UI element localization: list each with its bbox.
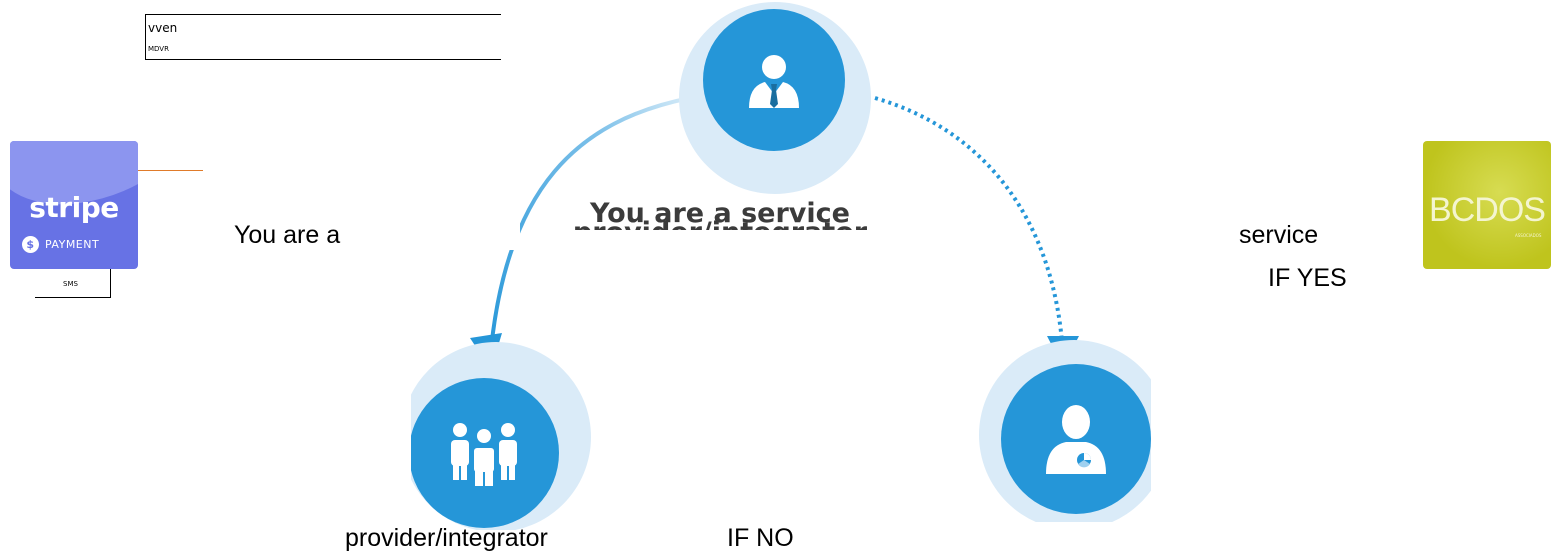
group-icon <box>451 423 517 486</box>
dollar-icon: $ <box>22 236 39 253</box>
header-left-border <box>145 14 146 60</box>
payment-label: PAYMENT <box>45 238 100 251</box>
right-arrow-dotted-curve <box>874 96 1065 356</box>
stripe-payment-badge: $ PAYMENT <box>22 236 99 253</box>
sms-box-bottom-border <box>35 297 111 298</box>
header-bottom-border <box>145 59 501 60</box>
text-you-are-a: You are a <box>234 221 341 249</box>
right-node-frame <box>979 340 1151 522</box>
header-title: vven <box>148 21 178 35</box>
user-pie-chart-icon <box>1046 405 1106 474</box>
bcdos-wordmark: BCDOS <box>1429 191 1546 229</box>
text-provider-integrator: provider/integrator <box>345 524 548 552</box>
text-mask-right <box>920 212 1060 220</box>
business-person-icon <box>749 55 799 108</box>
header-subtitle: MDVR <box>148 45 169 53</box>
text-if-no: IF NO <box>727 524 794 552</box>
node-caption: You are a service provider/integrator <box>520 195 920 230</box>
stripe-payment-logo: stripe $ PAYMENT <box>10 141 138 269</box>
sms-label: SMS <box>63 280 78 288</box>
bcdos-logo: BCDOS ASSOCIADOS <box>1423 141 1551 269</box>
stripe-wordmark: stripe <box>29 191 119 224</box>
right-node <box>1001 364 1151 514</box>
orange-connector-line <box>138 170 203 171</box>
text-mask-left <box>370 212 520 250</box>
top-node <box>703 9 845 151</box>
bcdos-tagline: ASSOCIADOS <box>1515 233 1542 238</box>
sms-box-right-border <box>110 269 111 297</box>
left-node <box>411 378 559 528</box>
header-top-border <box>145 14 501 15</box>
left-node-frame <box>411 340 591 530</box>
left-arrow-curve <box>488 96 691 361</box>
text-if-yes: IF YES <box>1268 264 1347 292</box>
caption-line-2: provider/integrator <box>520 217 920 230</box>
caption-line-1: You are a service <box>590 198 850 229</box>
text-service: service <box>1239 221 1319 249</box>
